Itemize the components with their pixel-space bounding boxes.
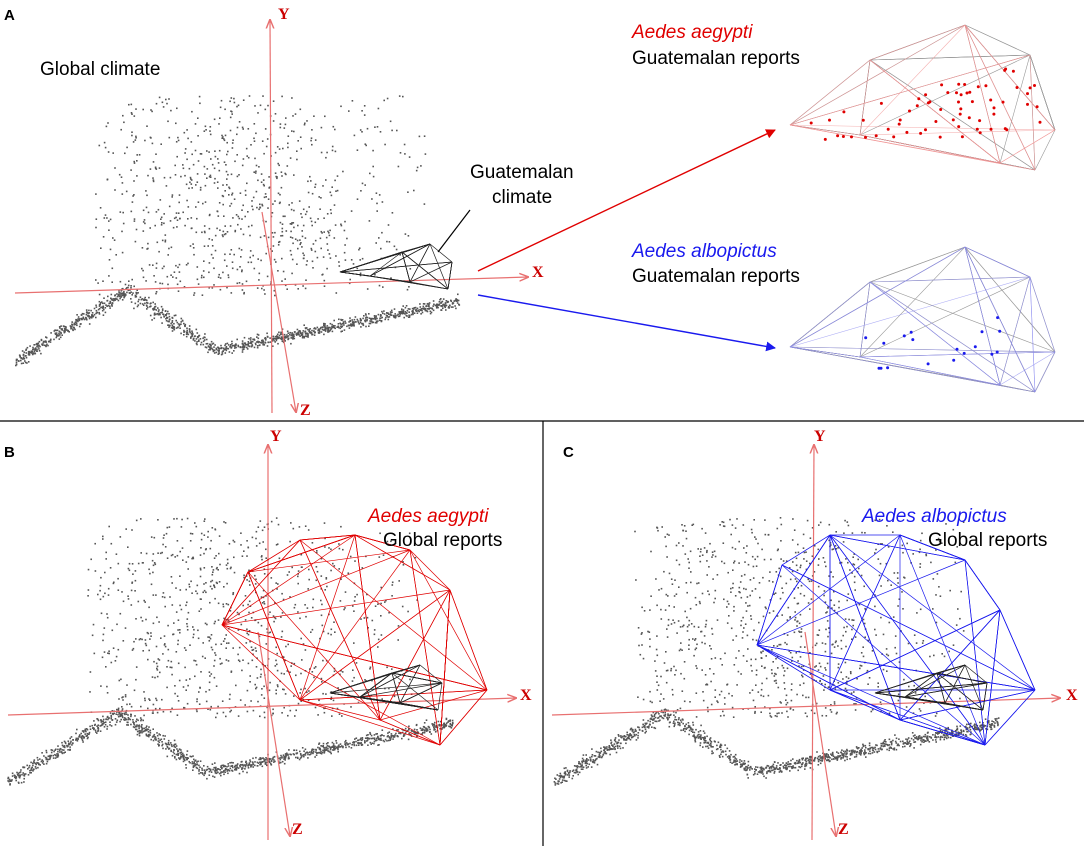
panel-a-y-axis [270,20,272,414]
panel-c-y-label: Y [814,428,826,445]
guatemalan-climate-label-line1: Guatemalan [470,162,574,183]
panel-b-axes: Y X Z [7,428,532,840]
panel-a: A Y X Z Global climate Guatemalan climat… [4,6,1056,419]
panel-a-y-label: Y [278,6,290,23]
panel-b-z-label: Z [292,821,303,838]
panel-b-x-axis [7,698,516,716]
panel-c-letter: C [563,444,574,461]
panel-c-z-label: Z [838,821,849,838]
inset-aegypti-hull [789,24,1056,171]
panel-b: B Y X Z Aedes aegypti Global reports [4,428,532,840]
panel-a-axes: Y X Z [14,6,544,419]
panel-a-point-cloud [15,95,461,367]
panel-c-z-axis [804,631,836,836]
panel-b-letter: B [4,444,15,461]
guatemalan-climate-label-line2: climate [492,187,552,208]
inset-albopictus-species: Aedes albopictus [631,241,777,262]
panel-b-subtitle: Global reports [383,530,502,551]
panel-b-x-label: X [520,687,532,704]
arrow-to-aegypti-inset [477,129,776,272]
panel-c-guatemalan-hull [874,664,988,711]
panel-a-guatemalan-hull [339,243,453,290]
panel-c-species: Aedes albopictus [861,506,1007,527]
panel-c-x-label: X [1066,687,1078,704]
panel-b-y-label: Y [270,428,282,445]
panel-b-guatemalan-hull [329,664,443,711]
panel-b-z-axis [257,631,290,836]
panel-b-species: Aedes aegypti [367,506,489,527]
panel-b-point-cloud [7,517,454,786]
panel-c-y-axis [812,445,814,841]
inset-aegypti-subtitle: Guatemalan reports [632,48,800,69]
inset-albopictus-hull [789,246,1056,393]
global-climate-label: Global climate [40,59,160,80]
panel-a-letter: A [4,7,15,24]
panel-a-z-label: Z [300,402,311,419]
panel-c-subtitle: Global reports [928,530,1047,551]
inset-albopictus-guatemalan: Aedes albopictus Guatemalan reports [631,241,1056,393]
panel-c-albopictus-global-hull [756,534,1036,746]
panel-c-x-axis [551,698,1060,716]
panel-b-aegypti-global-hull [221,534,488,746]
panel-c-axes: Y X Z [551,428,1078,841]
panel-c: C Y X Z Aedes albopictus Global reports [551,428,1078,841]
inset-aegypti-species: Aedes aegypti [631,22,753,43]
panel-a-x-axis [14,277,528,294]
inset-albopictus-subtitle: Guatemalan reports [632,266,800,287]
guatemalan-climate-pointer [437,209,471,253]
panel-a-z-axis [261,211,296,412]
panel-a-x-label: X [532,264,544,281]
panel-c-point-cloud [553,517,1000,786]
arrow-to-albopictus-inset [477,294,776,352]
inset-aegypti-guatemalan: Aedes aegypti Guatemalan reports [631,22,1056,171]
